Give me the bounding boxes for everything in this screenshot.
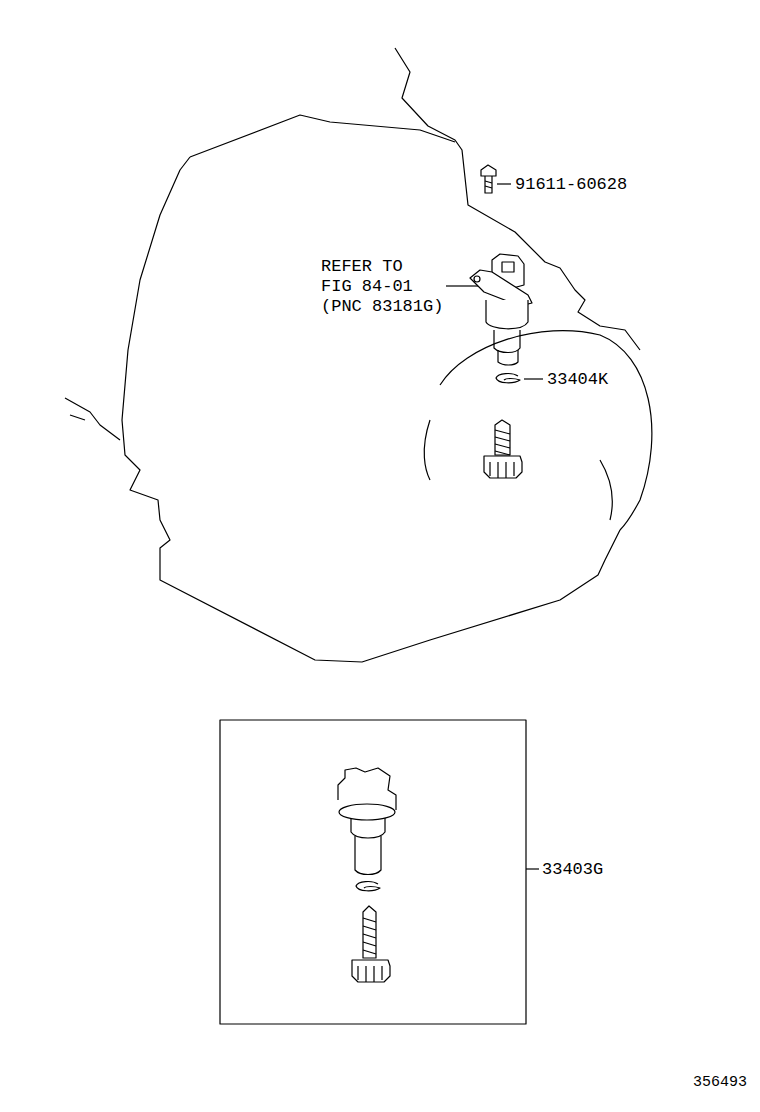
gear-symbol [363,918,376,954]
sensor-symbol [502,262,514,272]
transmission-outline [65,398,120,440]
leader-line [526,868,539,869]
reference-note: (PNC 83181G) [321,298,443,315]
gear-symbol [484,456,522,478]
bolt-symbol [485,176,492,193]
clip-symbol [496,374,520,383]
transmission-outline [190,115,455,157]
sensor-symbol [486,300,528,329]
figure-number: 356493 [693,1075,747,1090]
part-number: 33403G [542,861,603,878]
illustration-group [65,48,652,1024]
reference-note: FIG 84-01 [321,278,413,295]
gear-symbol [363,906,376,958]
clip-symbol [356,882,380,891]
leader-line [497,183,511,184]
part-number: 91611-60628 [515,176,627,193]
transmission-outline [122,157,620,662]
gear-symbol [358,966,382,982]
sensor-symbol [355,836,381,875]
bolt-symbol [481,165,496,176]
gear-symbol [352,960,390,982]
gear-symbol [490,462,514,478]
gear-symbol [495,430,510,455]
leader-line [446,285,478,286]
sensor-symbol [339,804,395,820]
sensor-symbol [498,350,518,365]
bolt-symbol [485,181,492,188]
sensor-symbol [494,330,520,353]
inset-box [220,720,526,1024]
transmission-outline [70,415,85,420]
leader-line [524,378,543,379]
sensor-symbol [474,276,480,282]
transmission-outline [440,331,652,530]
part-number: 33404K [547,371,608,388]
transmission-outline [600,460,612,520]
gear-symbol [495,420,510,455]
reference-note: REFER TO [321,258,403,275]
sensor-symbol [351,818,385,838]
transmission-outline [424,420,430,480]
